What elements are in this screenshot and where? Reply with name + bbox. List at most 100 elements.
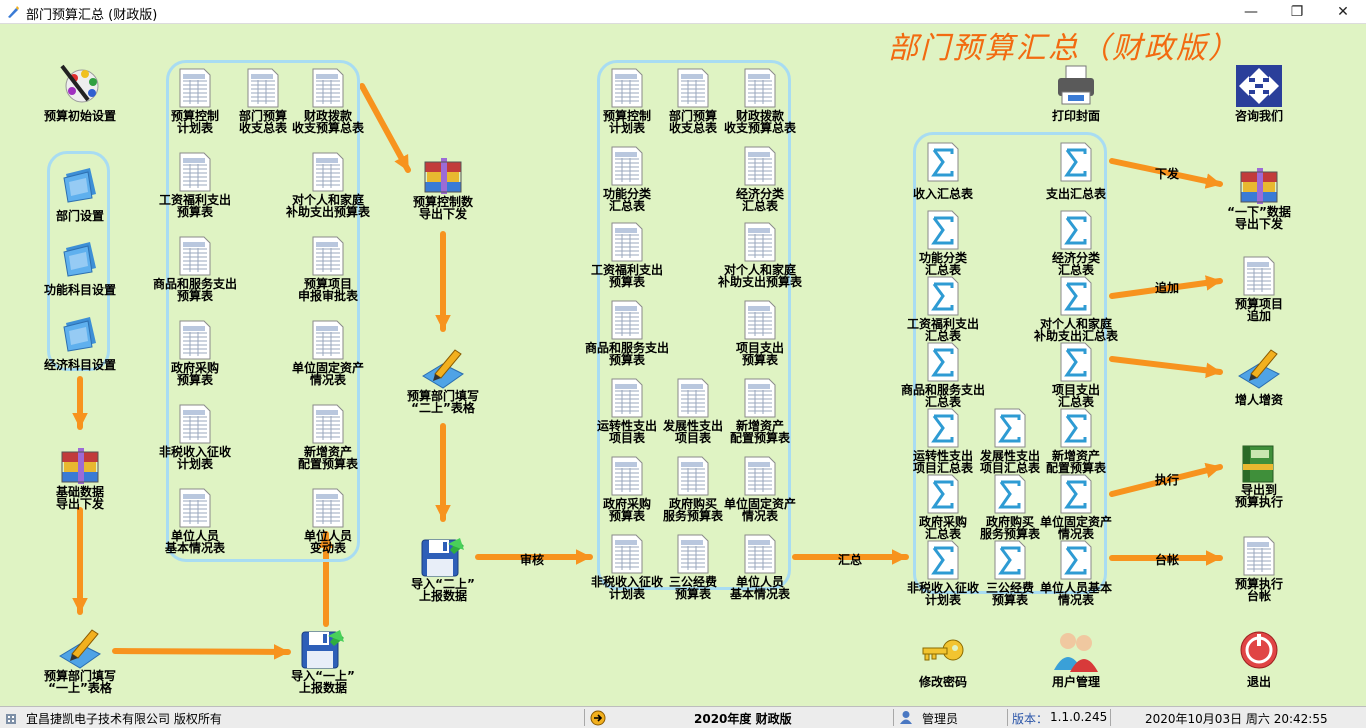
c-development-project-button[interactable]: 发展性支出 项目汇总表 — [945, 408, 1075, 474]
dept-fill-second-up-button[interactable]: 预算部门填写 “二上”表格 — [378, 348, 508, 414]
b-new-assets-button[interactable]: 新增资产 配置预算表 — [695, 378, 825, 444]
a-nontax-button[interactable]: 非税收入征收 计划表 — [130, 404, 260, 470]
b-economic-class-button[interactable]: 经济分类 汇总表 — [695, 146, 825, 212]
b-fixed-assets-button[interactable]: 单位固定资产 情况表 — [695, 456, 825, 522]
add-reduce-button[interactable]: 增人增资 — [1194, 348, 1324, 414]
sigma-icon — [927, 540, 959, 580]
b-project-expense-button[interactable]: 项目支出 预算表 — [695, 300, 825, 366]
a-staff-basic-button[interactable]: 单位人员 基本情况表 — [130, 488, 260, 554]
first-up-panel — [166, 60, 360, 562]
b-goods-services-button[interactable]: 商品和服务支出 预算表 — [562, 300, 692, 366]
a-fiscal-budget-button-label: 财政拨款 收支预算总表 — [291, 109, 364, 135]
c-three-public-button-label: 三公经费 预算表 — [985, 581, 1034, 607]
c-gov-purchase-button[interactable]: 政府采购 汇总表 — [878, 474, 1008, 540]
sigma-icon — [1060, 408, 1092, 448]
c-income-summary-button[interactable]: 收入汇总表 — [878, 142, 1008, 208]
a-salary-button[interactable]: 工资福利支出 预算表 — [130, 152, 260, 218]
document-icon — [744, 300, 776, 340]
document-icon — [744, 456, 776, 496]
a-fixed-assets-button[interactable]: 单位固定资产 情况表 — [263, 320, 393, 386]
a-goods-services-button[interactable]: 商品和服务支出 预算表 — [130, 236, 260, 302]
b-development-project-button[interactable]: 发展性支出 项目表 — [628, 378, 758, 444]
c-expense-summary-button[interactable]: 支出汇总表 — [1011, 142, 1141, 208]
pen-icon — [59, 629, 101, 669]
c-nontax-button[interactable]: 非税收入征收 计划表 — [878, 540, 1008, 606]
print-cover-button[interactable]: 打印封面 — [1011, 64, 1141, 130]
c-goods-services-button[interactable]: 商品和服务支出 汇总表 — [878, 342, 1008, 408]
c-three-public-button[interactable]: 三公经费 预算表 — [945, 540, 1075, 606]
c-function-class-button[interactable]: 功能分类 汇总表 — [878, 210, 1008, 276]
base-export-button[interactable]: 基础数据 导出下发 — [15, 444, 145, 510]
status-company: 宜昌捷凯电子技术有限公司 版权所有 — [26, 712, 222, 726]
user-manage-button[interactable]: 用户管理 — [1011, 630, 1141, 696]
b-control-plan-button[interactable]: 预算控制 计划表 — [562, 68, 692, 134]
close-button[interactable]: ✕ — [1337, 4, 1349, 20]
import-second-up-button[interactable]: 导入“二上” 上报数据 — [378, 536, 508, 602]
import-first-up-button[interactable]: 导入“一上” 上报数据 — [258, 628, 388, 694]
b-dept-budget-button[interactable]: 部门预算 收支总表 — [628, 68, 758, 134]
document-icon — [312, 488, 344, 528]
print-cover-button-label: 打印封面 — [1051, 109, 1100, 123]
b-nontax-button[interactable]: 非税收入征收 计划表 — [562, 534, 692, 600]
b-personal-family-button[interactable]: 对个人和家庭 补助支出预算表 — [695, 222, 825, 288]
b-fiscal-budget-button[interactable]: 财政拨款 收支预算总表 — [695, 68, 825, 134]
consult-button[interactable]: 咨询我们 — [1194, 64, 1324, 130]
status-year-edition: 2020年度 财政版 — [694, 712, 792, 726]
c-economic-class-button[interactable]: 经济分类 汇总表 — [1011, 210, 1141, 276]
economic-subject-button-label: 经济科目设置 — [43, 358, 116, 372]
a-dept-budget-button[interactable]: 部门预算 收支总表 — [198, 68, 328, 134]
b-operating-project-button[interactable]: 运转性支出 项目表 — [562, 378, 692, 444]
first-down-export-button[interactable]: “一下”数据 导出下发 — [1194, 164, 1324, 230]
b-gov-service-button[interactable]: 政府购买 服务预算表 — [628, 456, 758, 522]
initial-setup-button-label: 预算初始设置 — [43, 109, 116, 123]
economic-subject-button[interactable]: 经济科目设置 — [15, 313, 145, 379]
books-icon — [424, 158, 462, 194]
c-personal-family-button[interactable]: 对个人和家庭 补助支出汇总表 — [1011, 276, 1141, 342]
a-project-review-button[interactable]: 预算项目 申报审批表 — [263, 236, 393, 302]
a-personal-family-button[interactable]: 对个人和家庭 补助支出预算表 — [263, 152, 393, 218]
import-first-up-button-label: 导入“一上” 上报数据 — [291, 669, 355, 695]
dept-setup-button[interactable]: 部门设置 — [15, 164, 145, 230]
b-salary-button[interactable]: 工资福利支出 预算表 — [562, 222, 692, 288]
c-operating-project-button[interactable]: 运转性支出 项目汇总表 — [878, 408, 1008, 474]
dept-fill-first-up-button[interactable]: 预算部门填写 “一上”表格 — [15, 628, 145, 694]
b-three-public-button[interactable]: 三公经费 预算表 — [628, 534, 758, 600]
arrow-right-circle-icon[interactable] — [590, 710, 606, 726]
minimize-button[interactable]: — — [1244, 4, 1258, 20]
c-new-assets-button[interactable]: 新增资产 配置预算表 — [1011, 408, 1141, 474]
function-subject-button[interactable]: 功能科目设置 — [15, 238, 145, 304]
control-export-button[interactable]: 预算控制数 导出下发 — [378, 154, 508, 220]
c-operating-project-button-label: 运转性支出 项目汇总表 — [912, 449, 973, 475]
a-control-plan-button[interactable]: 预算控制 计划表 — [130, 68, 260, 134]
c-salary-button[interactable]: 工资福利支出 汇总表 — [878, 276, 1008, 342]
c-gov-service-button[interactable]: 政府购买 服务预算表 — [945, 474, 1075, 540]
dept-fill-first-up-button-label: 预算部门填写 “一上”表格 — [43, 669, 116, 695]
execution-ledger-button[interactable]: 预算执行 台帐 — [1194, 536, 1324, 602]
a-fiscal-budget-button[interactable]: 财政拨款 收支预算总表 — [263, 68, 393, 134]
export-execution-button[interactable]: 导出到 预算执行 — [1194, 442, 1324, 508]
b-gov-purchase-button[interactable]: 政府采购 预算表 — [562, 456, 692, 522]
sigma-icon — [927, 342, 959, 382]
change-password-button[interactable]: 修改密码 — [878, 630, 1008, 696]
maximize-button[interactable]: ❐ — [1290, 4, 1304, 20]
a-new-assets-button[interactable]: 新增资产 配置预算表 — [263, 404, 393, 470]
user-icon — [900, 711, 912, 724]
b-function-class-button[interactable]: 功能分类 汇总表 — [562, 146, 692, 212]
a-staff-change-button[interactable]: 单位人员 变动表 — [263, 488, 393, 554]
document-icon — [1243, 536, 1275, 576]
b-staff-basic-button[interactable]: 单位人员 基本情况表 — [695, 534, 825, 600]
exit-button[interactable]: 退出 — [1194, 630, 1324, 696]
b-nontax-button-label: 非税收入征收 计划表 — [590, 575, 663, 601]
c-staff-basic-button[interactable]: 单位人员基本 情况表 — [1011, 540, 1141, 606]
flow-canvas: 部门预算汇总（财政版） 审核 汇总 下发 追加 执行 台帐 预算初始设置部门设置… — [0, 24, 1366, 706]
a-gov-purchase-button[interactable]: 政府采购 预算表 — [130, 320, 260, 386]
document-icon — [312, 68, 344, 108]
c-project-expense-button[interactable]: 项目支出 汇总表 — [1011, 342, 1141, 408]
project-append-button[interactable]: 预算项目 追加 — [1194, 256, 1324, 322]
document-icon — [179, 68, 211, 108]
c-fixed-assets-button[interactable]: 单位固定资产 情况表 — [1011, 474, 1141, 540]
arrow-fill-to-import — [112, 644, 291, 660]
initial-setup-button[interactable]: 预算初始设置 — [15, 64, 145, 130]
project-append-button-label: 预算项目 追加 — [1234, 297, 1283, 323]
first-down-export-button-label: “一下”数据 导出下发 — [1227, 205, 1291, 231]
